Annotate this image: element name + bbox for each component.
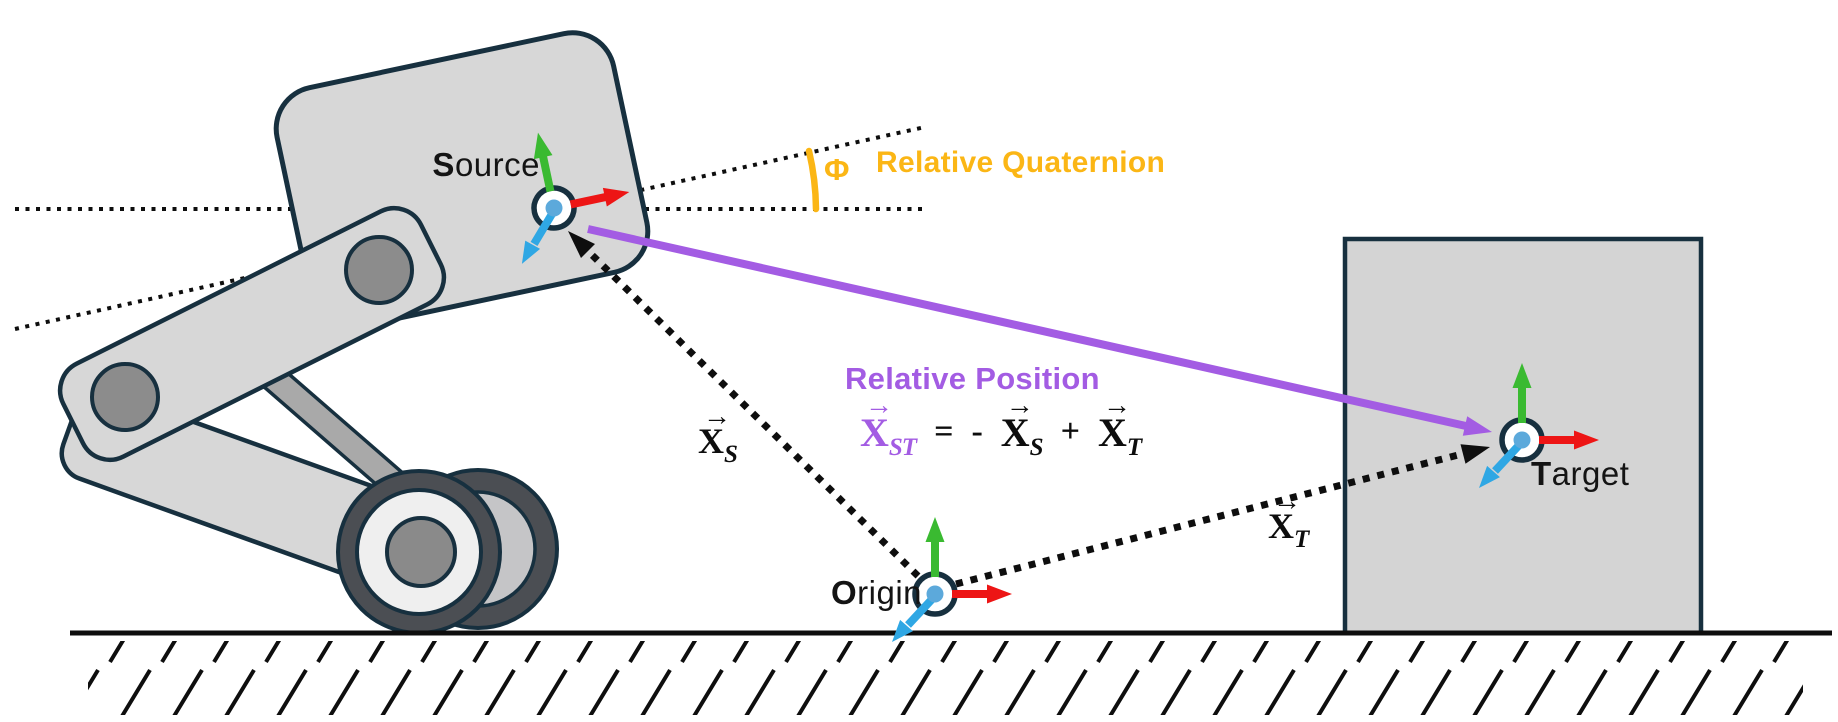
plus-sign: + — [1060, 413, 1080, 450]
vector-arrow-glyph: → — [703, 401, 731, 432]
minus-sign: - — [971, 413, 983, 450]
xs-label-base: X — [698, 421, 724, 461]
xs-vector-arrow — [568, 231, 921, 579]
xs-vector-line — [585, 248, 921, 579]
arm-joint-lower — [90, 362, 160, 432]
origin-label-initial: O — [830, 574, 858, 611]
xt-label-sub: T — [1294, 526, 1309, 553]
vector-xs-sub: S — [1029, 434, 1044, 461]
relative-quaternion-label: Relative Quaternion — [876, 146, 1166, 179]
target-label-initial: T — [1531, 455, 1552, 492]
origin-label-rest: rigin — [857, 574, 922, 611]
vector-arrow-glyph: → — [1273, 486, 1301, 517]
target-label: Target — [1531, 455, 1629, 493]
xs-vector-arrowhead — [568, 231, 595, 258]
vector-arrow-glyph: → — [1102, 390, 1131, 421]
target-label-rest: arget — [1551, 455, 1630, 492]
vector-xst-base: X — [860, 410, 889, 455]
origin-label: Origin — [782, 574, 922, 612]
vector-xs: →XS — [1000, 390, 1044, 462]
relative-position-arrow — [587, 225, 1492, 436]
xs-label-vec: →XS — [698, 401, 738, 469]
vector-xt-base: X — [1097, 410, 1127, 455]
relative-position-formula: →XST = - →XS + →XT — [860, 390, 1142, 462]
vector-xs-base: X — [1000, 410, 1030, 455]
xt-vector-arrow — [955, 444, 1490, 588]
vector-xt-sub: T — [1126, 434, 1142, 461]
source-label: Source — [400, 146, 540, 184]
xs-vector-label: →XS — [698, 401, 738, 469]
vector-xt: →XT — [1097, 390, 1142, 462]
xs-label-sub: S — [724, 441, 738, 468]
ground-hatching — [88, 641, 1803, 715]
relative-position-arrowhead — [1462, 416, 1492, 436]
relative-position-line — [587, 225, 1467, 430]
phi-symbol: Φ — [824, 152, 850, 187]
vector-xst-sub: ST — [888, 434, 917, 461]
source-label-rest: ource — [454, 146, 540, 183]
xt-vector-arrowhead — [1460, 444, 1490, 464]
xt-label-vec: →XT — [1268, 486, 1309, 554]
arm-joint-upper — [344, 235, 414, 305]
vector-arrow-glyph: → — [1005, 390, 1034, 421]
vector-arrow-glyph: → — [865, 390, 893, 421]
quaternion-arc — [805, 147, 820, 213]
equals-sign: = — [934, 413, 954, 450]
xt-vector-label: →XT — [1268, 486, 1309, 554]
relative-position-label: Relative Position — [845, 361, 1100, 396]
xt-label-base: X — [1268, 506, 1294, 546]
source-label-initial: S — [432, 146, 455, 183]
wheel-front — [336, 469, 502, 635]
xt-vector-line — [955, 450, 1463, 588]
wheel-front-hub — [385, 516, 457, 588]
vector-xst: →XST — [860, 390, 917, 462]
robot-machine — [57, 30, 651, 635]
